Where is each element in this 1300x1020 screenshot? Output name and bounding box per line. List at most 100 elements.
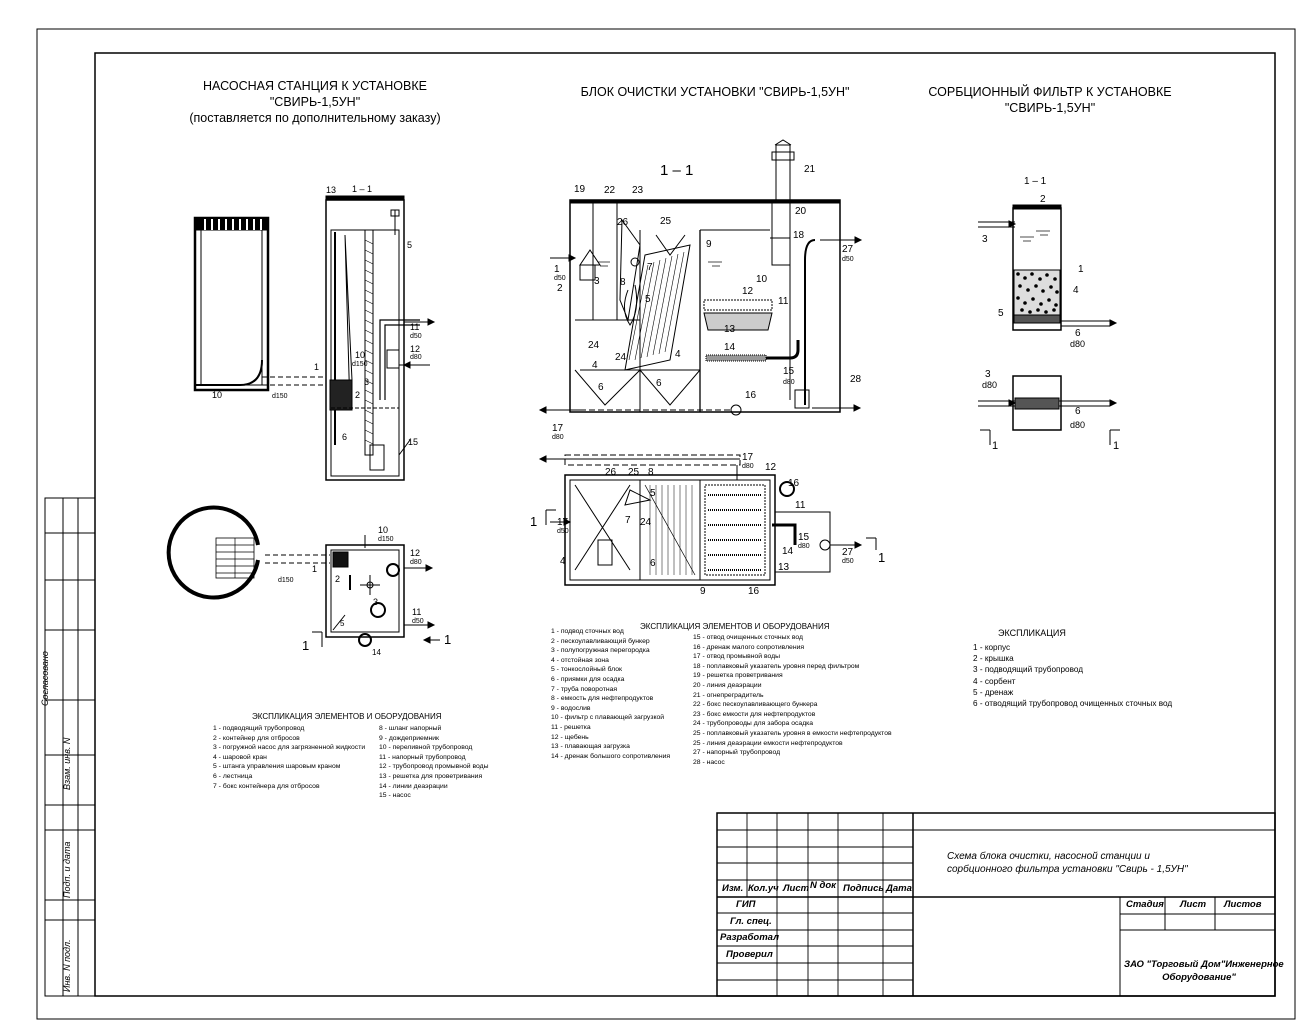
svg-text:d50: d50 [557,528,569,535]
svg-text:3: 3 [985,369,991,380]
svg-text:6: 6 [656,378,662,389]
legend-item: 17 - отвод промывной воды [693,653,781,661]
svg-text:27: 27 [842,244,854,255]
legend-item: 8 - емкость для нефтепродуктов [551,695,654,703]
legend-item: 23 - бокс емкости для нефтепродуктов [693,710,816,718]
pump-station-section [193,195,430,481]
svg-text:5: 5 [645,294,651,305]
legend-item: 15 - насос [379,792,411,800]
sorption-filter-title: СОРБЦИОННЫЙ ФИЛЬТР К УСТАНОВКЕ "СВИРЬ-1,… [905,84,1195,116]
side-label-sign-date: Подп. и дата [62,841,72,898]
legend-item: 2 - контейнер для отбросов [213,734,300,742]
plan-callout-11: 11 [412,607,421,617]
legend-item: 4 - шаровой кран [213,753,267,761]
svg-text:9: 9 [700,586,706,597]
svg-text:14: 14 [724,342,736,353]
svg-text:27: 27 [842,547,854,558]
svg-text:6: 6 [1075,328,1081,339]
legend-item: 22 - бокс пескоулавливающего бункера [693,701,818,709]
legend-item: 2 - крышка [973,654,1014,664]
filter-legend-heading: ЭКСПЛИКАЦИЯ [998,628,1066,638]
title-stamp [716,812,1276,997]
legend-item: 28 - насос [693,758,725,766]
legend-item: 5 - штанга управления шаровым краном [213,763,341,771]
sorption-title-line1: СОРБЦИОННЫЙ ФИЛЬТР К УСТАНОВКЕ [928,85,1172,99]
pump-legend-heading: ЭКСПЛИКАЦИЯ ЭЛЕМЕНТОВ И ОБОРУДОВАНИЯ [252,712,442,721]
svg-text:d80: d80 [798,543,810,550]
legend-item: 4 - отстойная зона [551,656,609,664]
pump-station-title-line2: "СВИРЬ-1,5УН" [269,95,361,109]
svg-text:4: 4 [560,556,566,567]
svg-text:13: 13 [778,562,790,573]
svg-text:2: 2 [1040,194,1046,205]
svg-text:19: 19 [574,184,586,195]
plan-callout-1: 1 [312,564,317,574]
legend-item: 5 - дренаж [973,687,1014,697]
svg-text:24: 24 [615,352,627,363]
cleaning-plan-arrows [538,455,877,550]
svg-text:d80: d80 [742,463,754,470]
pump-legend-col1: 1 - подводящий трубопровод 2 - контейнер… [213,724,365,791]
stamp-col-date: Дата [886,883,912,894]
svg-text:15: 15 [798,532,810,543]
svg-text:d50: d50 [842,558,854,565]
sorbent-dots [1016,272,1059,314]
svg-text:7: 7 [647,262,653,273]
stamp-col-izm: Изм. [722,883,744,894]
pump-callout-d80: d80 [410,354,422,361]
plan-callout-d150: d150 [378,536,394,543]
pump-callout-13: 13 [326,185,336,195]
svg-text:3: 3 [594,276,600,287]
svg-text:12: 12 [765,462,777,473]
legend-item: 8 - шланг напорный [379,725,442,732]
legend-item: 20 - линия деаэрации [693,681,762,689]
svg-text:2: 2 [557,283,563,294]
pump-callout-12: 12 [410,344,420,354]
pump-station-title-line1: НАСОСНАЯ СТАНЦИЯ К УСТАНОВКЕ [203,79,427,93]
legend-item: 24 - трубопроводы для забора осадка [693,720,814,728]
stamp-sheets: Листов [1224,899,1262,910]
svg-text:26: 26 [605,467,617,478]
block-legend-col2: 15 - отвод очищенных сточных вод 16 - др… [693,633,892,767]
svg-text:d50: d50 [842,256,854,263]
cleaning-block-plan [540,454,855,586]
svg-text:d80: d80 [1070,339,1085,349]
stamp-company: ЗАО "Торговый Дом"Инженерное Оборудовани… [1124,958,1284,984]
side-block [44,497,96,997]
plan-callout-5: 5 [340,619,345,628]
pump-callout-11: 11 [410,322,419,332]
filter-legend-items: 1 - корпус 2 - крышка 3 - подводящий тру… [973,642,1172,709]
svg-text:16: 16 [745,390,757,401]
svg-text:10: 10 [756,274,768,285]
stamp-col-sign: Подпись [843,883,885,894]
svg-text:21: 21 [804,164,816,175]
svg-text:25: 25 [628,467,640,478]
svg-text:15: 15 [783,366,795,377]
plan-callout-3: 3 [373,597,378,607]
plan-callout-10: 10 [378,525,388,535]
svg-text:6: 6 [1075,406,1081,417]
svg-text:8: 8 [648,467,654,478]
sorption-title-line2: "СВИРЬ-1,5УН" [1004,101,1096,115]
svg-text:6: 6 [598,382,604,393]
plan-callout-d150b: d150 [278,577,294,584]
pump-legend-col2: 8 - шланг напорный 9 - дождеприемник 10 … [379,724,488,801]
legend-item: 14 - дренаж большого сопротивления [551,752,671,760]
cleaning-block-arrows [538,236,863,414]
stamp-description: Схема блока очистки, насосной станции и … [947,850,1188,876]
legend-item: 18 - поплавковый указатель уровня перед … [693,662,860,670]
legend-item: 1 - подводящий трубопровод [213,725,305,732]
plan-callout-d50: d50 [412,618,424,625]
svg-text:11: 11 [795,500,806,511]
block-section-label: 1 – 1 [660,162,693,179]
legend-item: 2 - пескоулавливающий бункер [551,637,650,645]
cleaning-block-section [560,139,855,416]
legend-item: 3 - погружной насос для загрязненной жид… [213,744,366,752]
svg-text:3: 3 [982,234,988,245]
legend-item: 10 - переливной трубопровод [379,744,473,752]
stamp-description-line1: Схема блока очистки, насосной станции и [947,851,1150,862]
side-label-inv-orig: Инв. N подл. [62,939,72,992]
